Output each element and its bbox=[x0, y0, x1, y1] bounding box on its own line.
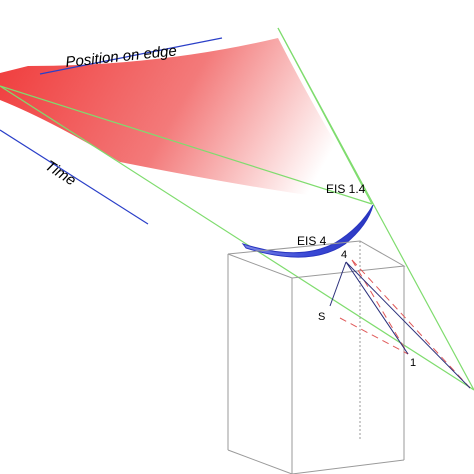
eis-curve bbox=[241, 204, 374, 258]
ray-lower-right bbox=[277, 27, 474, 391]
axis-lines bbox=[0, 37, 223, 225]
box-bottom-right bbox=[291, 459, 405, 474]
box-bottom-left bbox=[227, 449, 293, 474]
navy-ray-4-to-1 bbox=[345, 261, 409, 355]
point-s-label: S bbox=[318, 311, 325, 323]
time-axis-label: Time bbox=[42, 157, 79, 189]
green-rays bbox=[0, 27, 474, 391]
point-1-label: 1 bbox=[410, 357, 416, 369]
navy-ray-4-to-s bbox=[329, 261, 347, 307]
ray-upper-left bbox=[0, 85, 373, 205]
time-axis-line bbox=[0, 129, 149, 225]
wireframe-box bbox=[227, 240, 406, 474]
dashed-ray-c bbox=[351, 259, 471, 389]
red-surface bbox=[0, 38, 372, 204]
point-4-label: 4 bbox=[341, 249, 347, 261]
navy-ray-4-to-end bbox=[345, 261, 471, 389]
eis-upper-label: EIS 1.4 bbox=[326, 182, 366, 196]
navy-rays bbox=[329, 261, 471, 389]
dashed-ray-b bbox=[339, 317, 409, 355]
position-axis-line bbox=[39, 37, 223, 75]
ray-lower-left bbox=[0, 85, 474, 391]
eis-lower-label: EIS 4 bbox=[297, 234, 327, 248]
dashed-ray-a bbox=[351, 259, 409, 355]
dashed-red-rays bbox=[339, 259, 471, 389]
